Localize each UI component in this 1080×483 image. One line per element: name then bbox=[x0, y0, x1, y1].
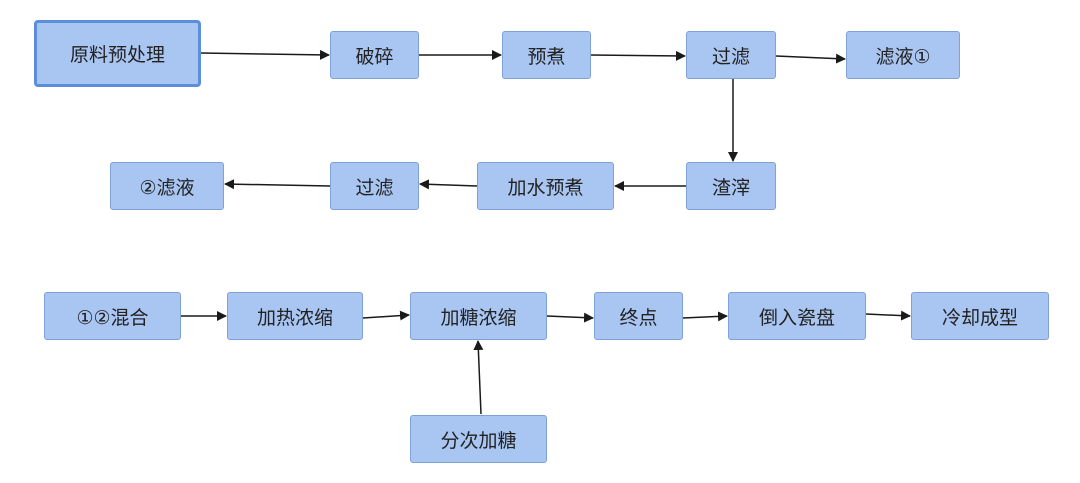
arrow-endpoint-to-pour bbox=[682, 311, 728, 322]
node-water-precook: 加水预煮 bbox=[477, 162, 614, 210]
arrow-precook-to-filter bbox=[590, 50, 686, 61]
node-filter-2: 过滤 bbox=[330, 162, 419, 210]
node-residue: 渣滓 bbox=[686, 162, 776, 210]
node-pretreatment: 原料预处理 bbox=[34, 20, 201, 87]
arrow-water-precook-to-filter2 bbox=[419, 179, 478, 190]
node-pour-into-tray: 倒入瓷盘 bbox=[728, 292, 866, 340]
arrow-sugar-to-endpoint bbox=[546, 312, 594, 323]
arrow-filter-to-filtrate1 bbox=[775, 53, 846, 64]
arrow-filter2-to-filtrate2 bbox=[224, 179, 331, 190]
node-mix: ①②混合 bbox=[44, 292, 181, 340]
arrow-pretreat-to-crush bbox=[200, 49, 330, 60]
node-endpoint: 终点 bbox=[594, 292, 683, 340]
node-filtrate-1: 滤液① bbox=[846, 31, 960, 79]
node-crush: 破碎 bbox=[330, 31, 419, 79]
node-filter-1: 过滤 bbox=[686, 31, 776, 79]
node-add-sugar: 分次加糖 bbox=[410, 415, 547, 463]
arrow-heat-to-sugar bbox=[362, 310, 410, 321]
node-cool-mold: 冷却成型 bbox=[911, 292, 1049, 340]
node-filtrate-2: ②滤液 bbox=[110, 162, 224, 210]
arrow-add-sugar-to-sugar-concentrate bbox=[473, 340, 484, 415]
node-sugar-concentrate: 加糖浓缩 bbox=[410, 292, 547, 340]
node-precook: 预煮 bbox=[502, 31, 591, 79]
node-heat-concentrate: 加热浓缩 bbox=[227, 292, 363, 340]
arrow-pour-to-cool bbox=[865, 310, 911, 321]
